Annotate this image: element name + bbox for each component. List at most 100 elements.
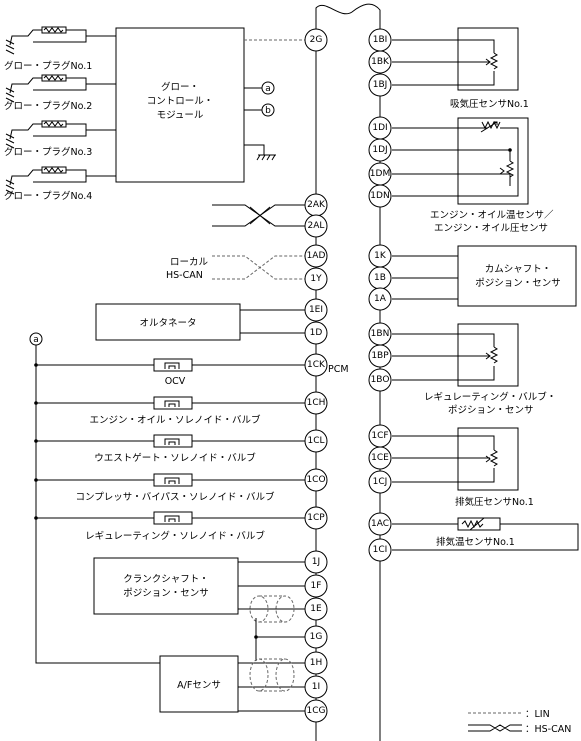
pin-1k: 1K (368, 244, 392, 268)
glow-control-module (115, 27, 245, 183)
oil-sensor: エンジン・オイル温センサ／ エンジン・オイル圧センサ (392, 117, 554, 234)
pin-1j: 1J (304, 550, 328, 574)
oil-solenoid: エンジン・オイル・ソレノイド・バルブ (36, 396, 305, 426)
pin-2g: 2G (304, 28, 328, 52)
pin-1h: 1H (304, 651, 328, 675)
exh-temp-label: 排気温センサNo.1 (436, 536, 515, 548)
twisted-pair-2ak-2al (212, 204, 305, 227)
pin-label: 1A (374, 294, 387, 304)
glow-terminal-a: a (265, 84, 271, 94)
glow-plug-3: グロー・プラグNo.3 (4, 120, 116, 158)
pin-label: 1H (310, 658, 323, 668)
pin-1bo: 1BO (368, 368, 392, 392)
glow-module-line-3: モジュール (157, 110, 204, 121)
connector-a-label: a (33, 335, 39, 345)
pin-1dj: 1DJ (368, 138, 392, 162)
pcm-left-pins: 2G2AK2AL1AD1Y1EI1D1CK1CH1CL1CO1CP1J1F1E1… (304, 28, 328, 723)
pin-label: 1BI (373, 35, 388, 45)
pin-label: 1AD (307, 251, 326, 261)
pin-label: 1G (310, 632, 323, 642)
crankshaft-sensor: クランクシャフト・ ポジション・センサ (93, 557, 305, 623)
pin-2al: 2AL (304, 214, 328, 238)
local-can-line-2: HS-CAN (166, 270, 203, 281)
ocv-label: OCV (165, 376, 186, 387)
legend: ：LIN ：HS-CAN (468, 709, 571, 735)
pin-label: 2AL (308, 221, 325, 231)
pin-1ac: 1AC (368, 512, 392, 536)
regulating-valve-sensor: レギュレーティング・バルブ・ ポジション・センサ (392, 323, 556, 416)
oil-sensor-line-1: エンジン・オイル温センサ／ (430, 210, 554, 221)
pcm-label: PCM (328, 364, 349, 375)
pcm-right-pins: 1BI1BK1BJ1DI1DJ1DM1DN1K1B1A1BN1BP1BO1CF1… (368, 28, 392, 562)
pin-label: 1DM (370, 169, 390, 179)
pin-2ak: 2AK (304, 193, 328, 217)
exh-pressure-label: 排気圧センサNo.1 (455, 496, 534, 508)
oil-solenoid-label: エンジン・オイル・ソレノイド・バルブ (89, 414, 261, 426)
pin-label: 2AK (307, 200, 326, 210)
crank-sensor-line-2: ポジション・センサ (123, 588, 209, 599)
af-sensor: A/Fセンサ (159, 655, 305, 713)
pin-1bj: 1BJ (368, 73, 392, 97)
pin-label: 1F (311, 581, 322, 591)
local-can-line-1: ローカル (170, 257, 209, 268)
reg-sensor-line-1: レギュレーティング・バルブ・ (424, 391, 556, 403)
pin-1ce: 1CE (368, 446, 392, 470)
crank-sensor-line-1: クランクシャフト・ (123, 574, 209, 585)
pin-label: 1CF (371, 431, 388, 441)
pin-1di: 1DI (368, 116, 392, 140)
glow-plug-4-label: グロー・プラグNo.4 (4, 190, 92, 202)
oil-sensor-line-2: エンジン・オイル圧センサ (434, 223, 548, 234)
pin-label: 1CL (307, 436, 324, 446)
pin-1f: 1F (304, 574, 328, 598)
pin-1cg: 1CG (304, 699, 328, 723)
legend-lin: ：LIN (525, 709, 550, 720)
exh-pressure-sensor: 排気圧センサNo.1 (392, 427, 534, 508)
wastegate-solenoid-label: ウエストゲート・ソレノイド・バルブ (94, 452, 256, 464)
alternator-label: オルタネータ (139, 318, 196, 329)
glow-module-line-1: グロー・ (161, 81, 199, 93)
pin-1dn: 1DN (368, 184, 392, 208)
ocv-solenoid: OCV (36, 358, 305, 387)
pin-label: 1CK (307, 360, 326, 370)
legend-hscan: ：HS-CAN (525, 724, 571, 735)
pin-label: 1DJ (372, 145, 387, 155)
glow-plug-3-label: グロー・プラグNo.3 (4, 146, 92, 158)
glow-plug-2-label: グロー・プラグNo.2 (4, 100, 92, 112)
pin-label: 1BP (371, 351, 389, 361)
glow-terminal-b: b (265, 106, 271, 116)
pin-label: 1BO (371, 375, 390, 385)
regulating-solenoid-label: レギュレーティング・ソレノイド・バルブ (85, 530, 265, 542)
pin-label: 1I (312, 682, 320, 692)
pin-label: 1J (312, 557, 320, 567)
pin-1cf: 1CF (368, 424, 392, 448)
exh-temp-sensor: 排気温センサNo.1 (392, 517, 579, 551)
pin-1y: 1Y (304, 267, 328, 291)
pin-1dm: 1DM (368, 162, 392, 186)
cam-sensor-line-2: ポジション・センサ (475, 278, 561, 289)
pin-label: 1E (310, 604, 322, 614)
reg-sensor-line-2: ポジション・センサ (448, 405, 534, 416)
pin-1bp: 1BP (368, 344, 392, 368)
pin-label: 1EI (309, 305, 323, 315)
map-sensor-1-label: 吸気圧センサNo.1 (450, 98, 529, 110)
pin-1cp: 1CP (304, 506, 328, 530)
pin-label: 1CH (307, 398, 326, 408)
pin-1ch: 1CH (304, 391, 328, 415)
pin-label: 1D (310, 328, 323, 338)
pin-label: 1B (374, 273, 386, 283)
local-hs-can: ローカル HS-CAN (166, 255, 305, 281)
pin-1i: 1I (304, 675, 328, 699)
bypass-solenoid-label: コンプレッサ・バイパス・ソレノイド・バルブ (75, 491, 275, 503)
pin-1bk: 1BK (368, 50, 392, 74)
pin-1bi: 1BI (368, 28, 392, 52)
pin-label: 1K (374, 251, 387, 261)
glow-plug-section: グロー・プラグNo.1 グロー・プラグNo.2 グロー・プラグNo.3 グロー・… (4, 26, 305, 202)
wastegate-solenoid: ウエストゲート・ソレノイド・バルブ (36, 434, 305, 464)
pin-1ci: 1CI (368, 538, 392, 562)
pin-1b: 1B (368, 266, 392, 290)
pin-1e: 1E (304, 597, 328, 621)
pin-label: 1CP (307, 513, 325, 523)
pin-label: 1CI (373, 545, 388, 555)
pin-1d: 1D (304, 321, 328, 345)
pin-1cj: 1CJ (368, 470, 392, 494)
